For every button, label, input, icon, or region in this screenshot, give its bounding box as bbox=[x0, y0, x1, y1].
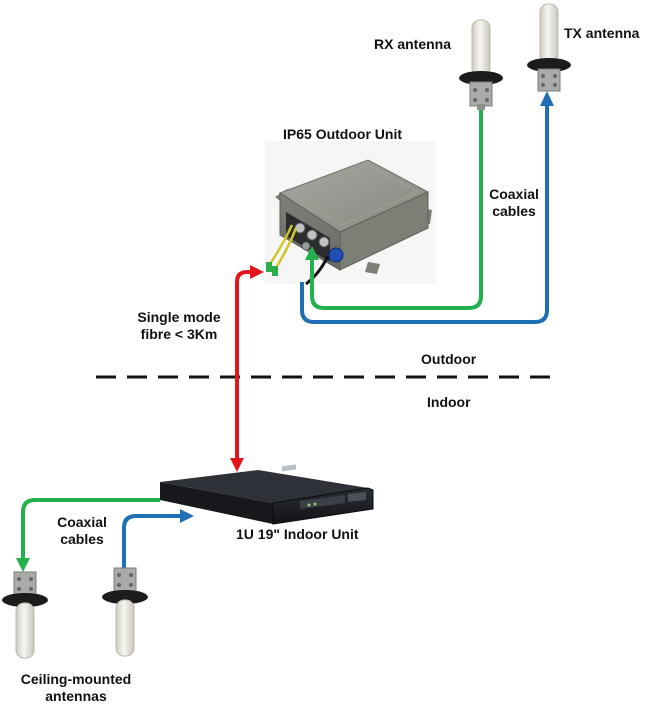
ceiling-line1: Ceiling-mounted bbox=[20, 671, 132, 687]
coax-cables-bottom-label: Coaxial cables bbox=[44, 514, 120, 548]
indoor-unit-label: 1U 19" Indoor Unit bbox=[236, 526, 359, 542]
fibre-label: Single mode fibre < 3Km bbox=[124, 309, 234, 343]
ceiling-antenna-left-icon bbox=[2, 571, 48, 659]
tx-antenna-label: TX antenna bbox=[564, 25, 640, 41]
ceiling-antenna-right-icon bbox=[102, 567, 148, 657]
tx-coax-cable-blue bbox=[300, 102, 549, 324]
rx-coax-cable-green bbox=[310, 110, 483, 310]
coax-top-line1: Coaxial bbox=[489, 186, 539, 202]
rx-coax-arrowhead bbox=[305, 246, 319, 260]
coax-cables-top-label: Coaxial cables bbox=[476, 186, 552, 220]
coax-bottom-line2: cables bbox=[60, 531, 104, 547]
outdoor-unit-label: IP65 Outdoor Unit bbox=[283, 126, 402, 142]
ceiling-coax-blue-arrowhead bbox=[180, 509, 194, 523]
fibre-line1: Single mode bbox=[137, 309, 221, 325]
fibre-arrowhead-top bbox=[250, 265, 264, 279]
coax-top-line2: cables bbox=[492, 203, 536, 219]
tx-antenna-icon bbox=[527, 3, 571, 92]
ceiling-antennas-label: Ceiling-mounted antennas bbox=[6, 671, 146, 705]
rx-antenna-icon bbox=[459, 19, 503, 110]
rx-antenna-label: RX antenna bbox=[374, 36, 452, 52]
fibre-arrowhead-bottom bbox=[230, 458, 244, 472]
ceiling-coax-cable-blue bbox=[122, 514, 182, 572]
ceiling-coax-green-arrowhead bbox=[16, 558, 30, 572]
tx-coax-arrowhead bbox=[540, 91, 554, 106]
ceiling-line2: antennas bbox=[45, 688, 107, 704]
outdoor-unit-image bbox=[265, 141, 436, 286]
outdoor-zone-label: Outdoor bbox=[421, 351, 477, 367]
fibre-link-red bbox=[235, 270, 252, 460]
indoor-zone-label: Indoor bbox=[427, 394, 471, 410]
indoor-unit-image bbox=[160, 464, 374, 525]
fibre-line2: fibre < 3Km bbox=[140, 326, 218, 342]
ceiling-coax-cable-green bbox=[21, 498, 160, 560]
coax-bottom-line1: Coaxial bbox=[57, 514, 107, 530]
